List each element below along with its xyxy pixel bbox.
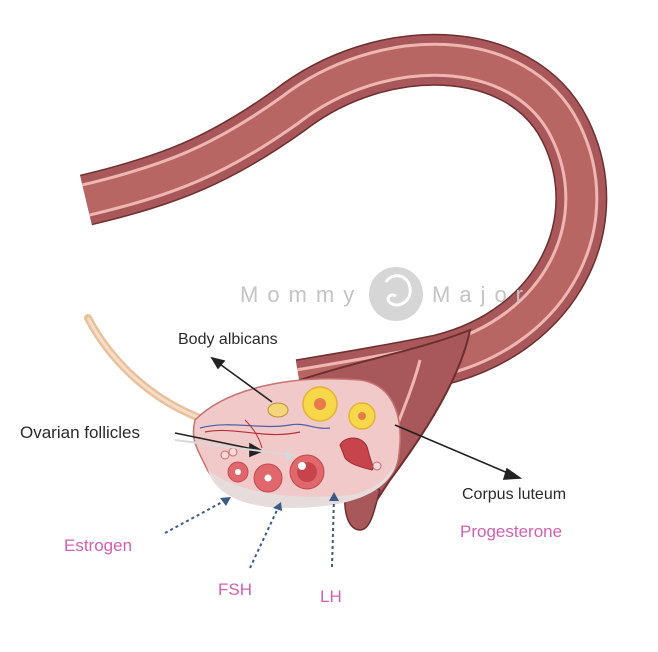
corpus-albicans-yellow-large <box>302 386 338 422</box>
watermark-right: Major <box>432 282 533 307</box>
ruptured-follicle <box>339 437 374 471</box>
hormone-lh: LH <box>320 587 342 606</box>
label-ovarian-follicles: Ovarian follicles <box>20 423 140 442</box>
ovary <box>192 378 401 508</box>
hormone-estrogen: Estrogen <box>64 536 133 555</box>
hormone-progesterone: Progesterone <box>460 522 563 541</box>
uterine-tube <box>79 33 608 531</box>
corpus-albicans-yellow-small <box>348 402 376 430</box>
fetus-logo-icon <box>369 267 423 321</box>
watermark-left: Mommy <box>240 282 364 307</box>
label-corpus-luteum: Corpus luteum <box>462 486 567 503</box>
hormone-fsh: FSH <box>218 580 252 599</box>
label-body-albicans: Body albicans <box>178 331 278 348</box>
ovarian-follicles <box>220 447 325 493</box>
hormone-arrows <box>164 497 335 569</box>
